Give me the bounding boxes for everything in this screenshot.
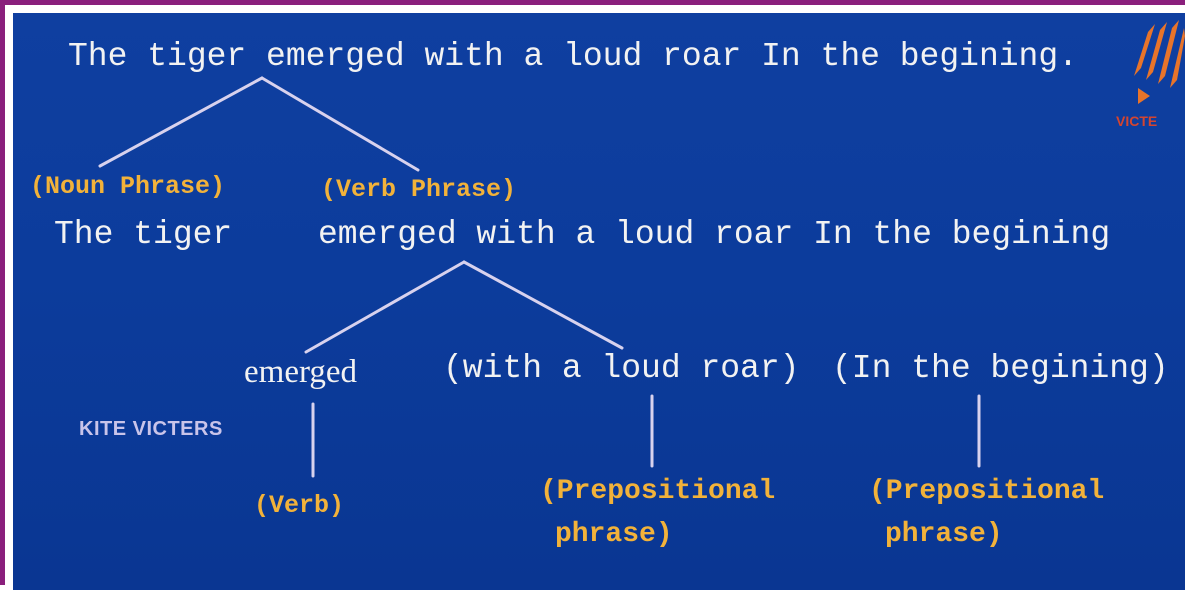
prepositional-phrase-2-label-line1: (Prepositional	[869, 476, 1105, 507]
branch-line-prepositional-phrase	[462, 260, 624, 350]
verb-label: (Verb)	[254, 491, 345, 520]
watermark-text: KITE VICTERS	[79, 418, 223, 440]
verb-phrase-label: (Verb Phrase)	[321, 175, 517, 204]
branch-line-verb	[304, 260, 466, 354]
branch-line-noun-phrase	[98, 76, 264, 168]
prepositional-phrase-1-label-line2: phrase)	[555, 519, 673, 550]
victers-logo-icon: VICTE	[1116, 20, 1185, 129]
verb-phrase-text: emerged with a loud roar In the begining	[318, 216, 1111, 253]
logo-wordmark: VICTE	[1116, 113, 1157, 129]
prepositional-phrase-2-label-line2: phrase)	[885, 519, 1003, 550]
prepositional-phrase-1-label-line1: (Prepositional	[540, 476, 776, 507]
victers-logo: VICTE	[1108, 10, 1185, 135]
noun-phrase-label: (Noun Phrase)	[30, 172, 226, 201]
prepositional-phrase-1-text: (with a loud roar)	[443, 350, 800, 387]
verb-word: emerged	[244, 354, 358, 390]
slide-background	[13, 13, 1185, 590]
noun-phrase-text: The tiger	[54, 216, 233, 253]
prepositional-phrase-2-text: (In the begining)	[832, 350, 1169, 387]
branch-line-verb-phrase	[260, 76, 420, 172]
sentence-root: The tiger emerged with a loud roar In th…	[68, 38, 1078, 75]
